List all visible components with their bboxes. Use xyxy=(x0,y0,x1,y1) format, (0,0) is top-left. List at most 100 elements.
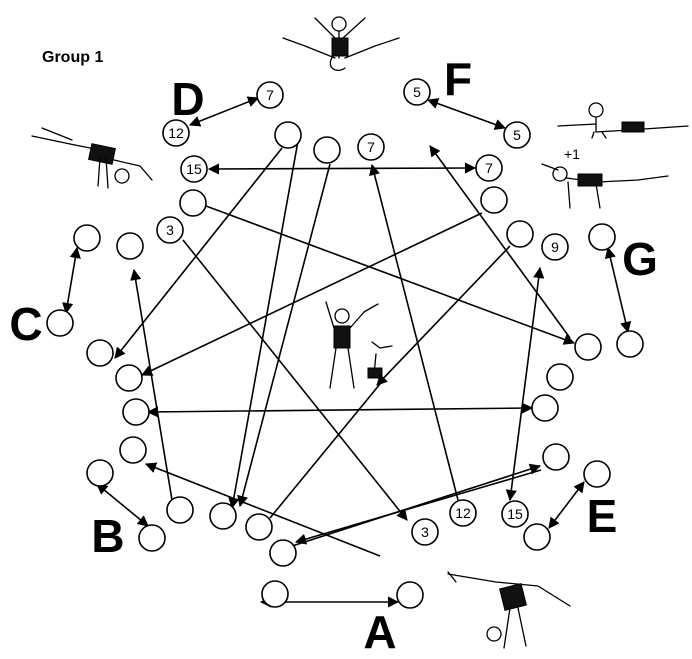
position-c-4 xyxy=(86,339,114,367)
position-circle xyxy=(245,513,273,541)
position-d-2: 12 xyxy=(162,119,190,147)
position-number: 12 xyxy=(168,125,184,141)
position-circle xyxy=(583,460,611,488)
position-circle xyxy=(523,523,551,551)
position-f-4: 7 xyxy=(475,154,503,182)
position-a-2 xyxy=(261,580,289,608)
position-e-3: 12 xyxy=(449,499,477,527)
position-circle xyxy=(403,78,431,106)
position-circle xyxy=(546,363,574,391)
group-letter-e: E xyxy=(587,490,618,542)
position-circle xyxy=(616,330,644,358)
position-d-1: 7 xyxy=(256,81,284,109)
position-a-3 xyxy=(396,581,424,609)
position-f-1: 5 xyxy=(403,78,431,106)
position-circle xyxy=(449,499,477,527)
group-letter-d: D xyxy=(171,73,204,125)
position-circle xyxy=(156,216,184,244)
position-circle-12 xyxy=(542,443,570,471)
rotation-arrow xyxy=(376,245,511,386)
position-circle xyxy=(166,496,194,524)
position-circle xyxy=(180,155,208,183)
position-number: 5 xyxy=(413,84,421,100)
position-number: 9 xyxy=(551,239,559,255)
position-circle xyxy=(209,502,237,530)
position-g-2 xyxy=(616,330,644,358)
position-a-4: 3 xyxy=(411,518,439,546)
position-circle-2 xyxy=(313,136,341,164)
position-circle xyxy=(357,133,385,161)
position-number: 3 xyxy=(421,524,429,540)
position-number: 12 xyxy=(455,505,471,521)
rotation-arrow xyxy=(182,239,408,521)
rotation-arrow xyxy=(294,469,542,545)
position-circle xyxy=(313,136,341,164)
rotation-arrow xyxy=(188,96,260,127)
position-circle xyxy=(261,580,289,608)
position-b-2 xyxy=(138,524,166,552)
gymnast-lever-icon xyxy=(31,127,153,189)
position-number: 7 xyxy=(266,87,274,103)
position-circle xyxy=(411,518,439,546)
position-circle xyxy=(506,220,534,248)
position-c-1 xyxy=(73,224,101,252)
position-circle-7 xyxy=(546,363,574,391)
rotation-arrow xyxy=(62,246,81,315)
position-circle xyxy=(162,119,190,147)
gymnast-straddle-jump-icon xyxy=(282,16,400,71)
position-a-1 xyxy=(269,539,297,567)
rotation-arrow xyxy=(269,383,381,519)
position-circle xyxy=(542,443,570,471)
position-number: 7 xyxy=(367,139,375,155)
position-number: 7 xyxy=(485,160,493,176)
position-f-3: 7 xyxy=(357,133,385,161)
position-d-3: 15 xyxy=(180,155,208,183)
rotation-arrow xyxy=(146,402,534,418)
position-circle xyxy=(46,309,74,337)
gymnast-cartwheel-icon xyxy=(447,571,571,649)
position-g-3: 9 xyxy=(541,233,569,261)
position-circle xyxy=(588,223,616,251)
rotation-arrow xyxy=(237,163,331,508)
group-letter-a: A xyxy=(363,606,396,654)
rotation-arrow xyxy=(548,481,585,529)
position-c-2 xyxy=(46,309,74,337)
position-circle-9 xyxy=(122,398,150,426)
position-circle xyxy=(122,398,150,426)
position-circle xyxy=(73,224,101,252)
rotation-arrow xyxy=(604,246,632,334)
position-circle xyxy=(541,233,569,261)
position-b-1 xyxy=(86,459,114,487)
gymnast-standing-icon xyxy=(325,301,393,389)
position-circle xyxy=(86,459,114,487)
position-c-3 xyxy=(116,232,144,260)
position-circle xyxy=(574,333,602,361)
position-circle-14 xyxy=(245,513,273,541)
position-circle xyxy=(86,339,114,367)
rotation-arrow xyxy=(130,268,173,501)
position-e-2 xyxy=(523,523,551,551)
position-circle xyxy=(179,189,207,217)
position-circle xyxy=(531,394,559,422)
position-circle xyxy=(503,121,531,149)
position-number: 15 xyxy=(507,506,523,522)
position-number: 5 xyxy=(513,127,521,143)
position-circle-8 xyxy=(115,364,143,392)
position-circle-11 xyxy=(119,436,147,464)
position-circle xyxy=(115,364,143,392)
position-circle-10 xyxy=(531,394,559,422)
rotation-arrow xyxy=(426,98,507,130)
position-number: 3 xyxy=(166,222,174,238)
position-g-1 xyxy=(588,223,616,251)
position-circle xyxy=(269,539,297,567)
position-circles: 3 7 12 15 3 5 5 7 7 9 12 15 xyxy=(46,78,644,609)
rotation-arrow xyxy=(140,212,483,376)
group-letter-g: G xyxy=(622,233,658,285)
position-circle xyxy=(396,581,424,609)
position-e-4: 15 xyxy=(501,500,529,528)
rotation-arrow xyxy=(228,129,301,510)
position-f-2: 5 xyxy=(503,121,531,149)
